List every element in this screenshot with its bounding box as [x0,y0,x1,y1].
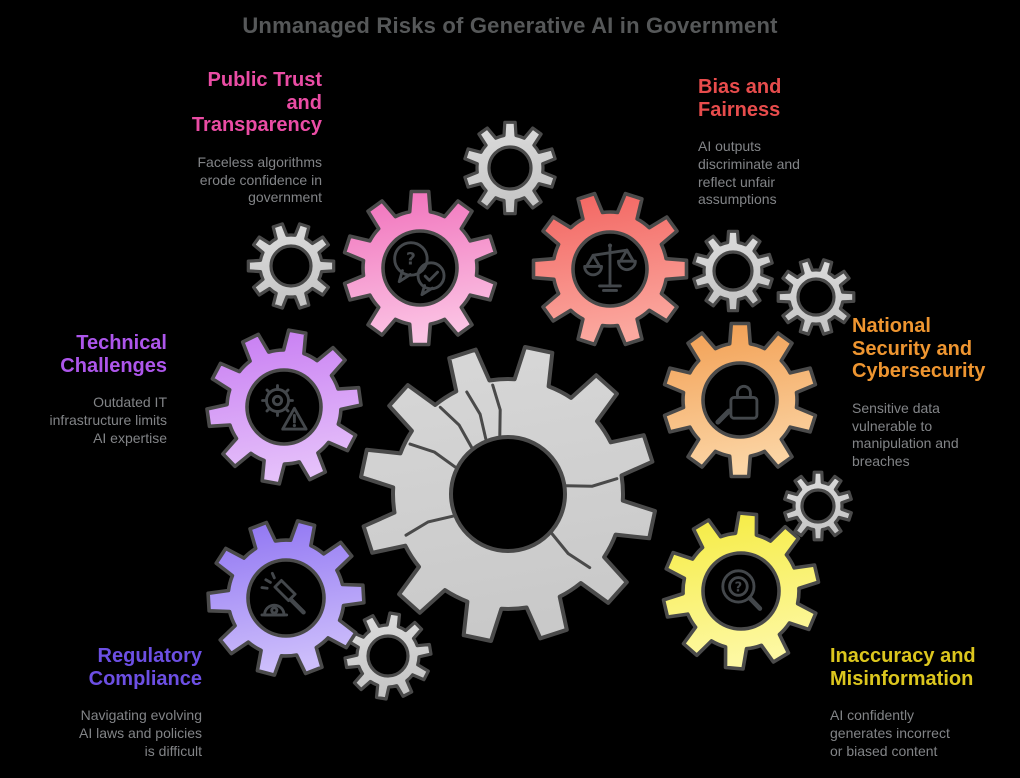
risk-heading-public-trust: Public Trust and Transparency [191,69,322,137]
risk-description-national-security: Sensitive data vulnerable to manipulatio… [852,399,959,470]
risk-block-national-security: National Security and Cybersecurity Sens… [852,315,1020,471]
page-title: Unmanaged Risks of Generative AI in Gove… [242,13,778,38]
risk-description-public-trust: Faceless algorithms erode confidence in … [197,153,323,206]
risk-description-regulatory-compliance: Navigating evolving AI laws and policies… [79,707,202,759]
risk-block-technical-challenges: Technical Challenges Outdated IT infrast… [0,332,167,447]
inaccuracy-gear [661,511,821,671]
gray-gear-right-outer [776,258,856,336]
center-gear-crack [550,532,592,570]
gray-gear-right-small [783,470,853,542]
svg-text:?: ? [406,249,416,269]
center-gear [359,345,657,643]
svg-text:?: ? [735,581,743,596]
risk-heading-inaccuracy-misinformation: Inaccuracy and Misinformation [830,645,976,690]
search-question-icon: ? [721,569,763,611]
risk-block-bias-fairness: Bias and Fairness AI outputs discriminat… [698,76,878,209]
risk-description-bias-fairness: AI outputs discriminate and reflect unfa… [698,138,800,208]
risk-heading-national-security: National Security and Cybersecurity [852,315,986,383]
center-gear-crack [465,390,488,441]
center-gear-crack [408,442,457,469]
risk-heading-bias-fairness: Bias and Fairness [698,76,782,121]
risk-block-regulatory-compliance: Regulatory Compliance Navigating evolvin… [0,645,202,760]
public-trust-gear [342,189,498,347]
center-gear-crack [438,405,474,449]
risk-block-inaccuracy-misinformation: Inaccuracy and Misinformation AI confide… [830,645,1020,760]
gear-warning-icon [261,384,308,431]
gavel-icon [260,571,306,617]
risk-heading-technical-challenges: Technical Challenges [60,332,167,377]
national-security-gear [662,321,818,479]
center-gear-crack [491,383,502,438]
chat-check-icon: ? [393,241,446,297]
bias-fairness-gear [531,191,689,347]
regulatory-compliance-gear [206,519,366,677]
risk-description-inaccuracy-misinformation: AI confidently generates incorrect or bi… [830,707,950,759]
gray-gear-left [246,222,336,310]
gray-gear-top [463,120,557,216]
center-gear-crack [404,514,455,537]
center-gear-crack [564,477,619,488]
gray-gear-bottom [343,611,433,701]
technical-challenges-gear [205,328,363,486]
scales-icon [583,243,637,292]
risk-heading-regulatory-compliance: Regulatory Compliance [88,645,202,690]
gray-gear-right-upper [692,229,774,313]
risk-description-technical-challenges: Outdated IT infrastructure limits AI exp… [49,394,167,446]
risk-block-public-trust: Public Trust and Transparency Faceless a… [102,69,322,207]
lock-search-icon [715,384,759,425]
